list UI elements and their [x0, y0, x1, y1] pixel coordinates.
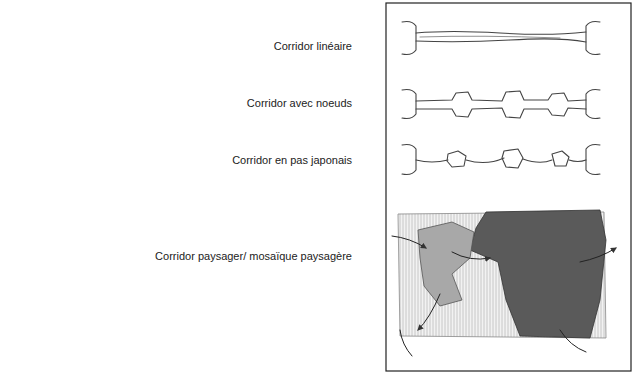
corridor-type-label: Corridor avec noeuds: [247, 97, 352, 109]
corridor-type-label: Corridor linéaire: [274, 40, 352, 52]
corridor-type-label: Corridor en pas japonais: [232, 154, 352, 166]
corridor-type-label: Corridor paysager/ mosaïque paysagère: [155, 250, 352, 262]
